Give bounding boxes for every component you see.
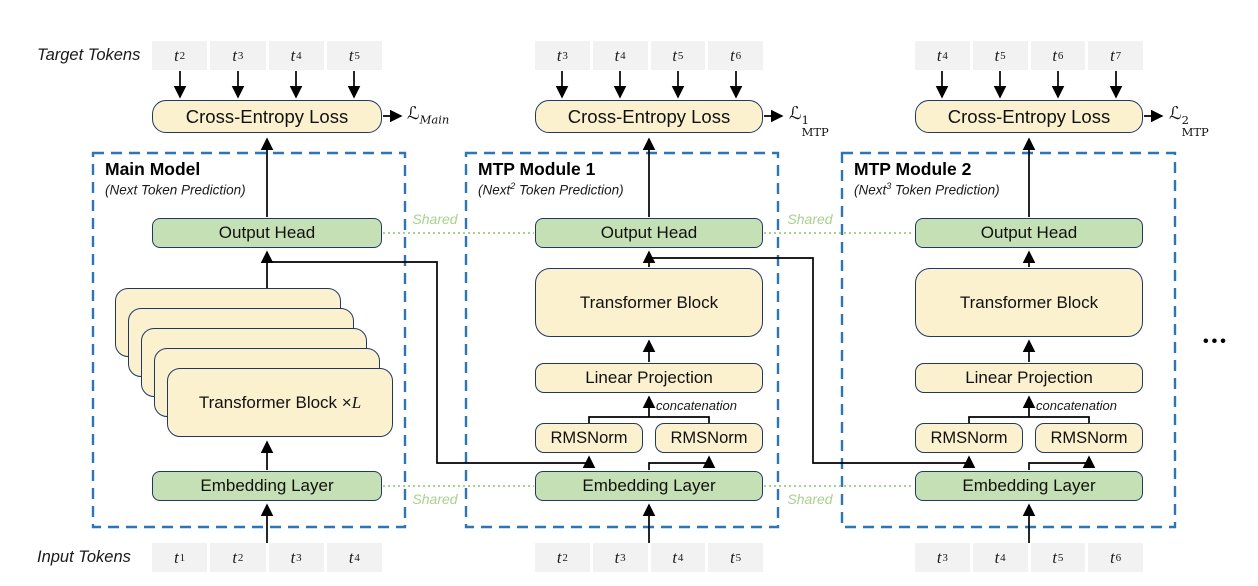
rmsnorm-right-box-mtp2: RMSNorm [1035,423,1143,453]
rmsnorm-left-box-mtp1: RMSNorm [535,423,643,453]
linear-projection-box-mtp1: Linear Projection [535,363,763,393]
output-head-box-mtp1: Output Head [535,218,763,248]
arrow-embedding-to-rmsnorm-mtp1 [648,455,716,470]
module-title-mtp2: MTP Module 2 [854,159,972,179]
target-tokens-label: Target Tokens [37,46,141,64]
cross-entropy-box-main: Cross-Entropy Loss [152,100,382,133]
cross-entropy-box-mtp2: Cross-Entropy Loss [915,100,1143,133]
shared-label-embedding-1: Shared [412,491,458,507]
rmsnorm-right-box-mtp1: RMSNorm [655,423,763,453]
concatenation-label-mtp2: concatenation [1036,398,1117,413]
cross-entropy-box-mtp1: Cross-Entropy Loss [535,100,763,133]
input-tokens-label: Input Tokens [37,548,131,566]
concatenation-label-mtp1: concatenation [656,398,737,413]
transformer-block-box-mtp2: Transformer Block [915,268,1143,337]
linear-projection-box-mtp2: Linear Projection [915,363,1143,393]
module-subtitle-mtp2: (Next3 Token Prediction) [854,181,1000,198]
loss-label-main: ℒMain [407,104,450,127]
transformer-stack-front: Transformer Block × L [167,368,393,437]
module-subtitle-mtp1: (Next2 Token Prediction) [478,181,624,198]
shared-label-embedding-2: Shared [787,491,833,507]
more-modules-ellipsis: ••• [1203,333,1229,350]
module-subtitle-main: (Next Token Prediction) [105,182,246,198]
transformer-block-box-mtp1: Transformer Block [535,268,763,337]
embedding-layer-box-main: Embedding Layer [152,471,382,501]
arrow-embedding-to-rmsnorm-mtp2 [1028,455,1096,470]
module-title-mtp1: MTP Module 1 [478,159,596,179]
output-head-box-mtp2: Output Head [915,218,1143,248]
output-head-box-main: Output Head [152,218,382,248]
shared-label-output-2: Shared [787,211,833,227]
shared-label-output-1: Shared [412,211,458,227]
module-title-main: Main Model [105,159,201,179]
embedding-layer-box-mtp1: Embedding Layer [535,471,763,501]
rmsnorm-left-box-mtp2: RMSNorm [915,423,1023,453]
embedding-layer-box-mtp2: Embedding Layer [915,471,1143,501]
